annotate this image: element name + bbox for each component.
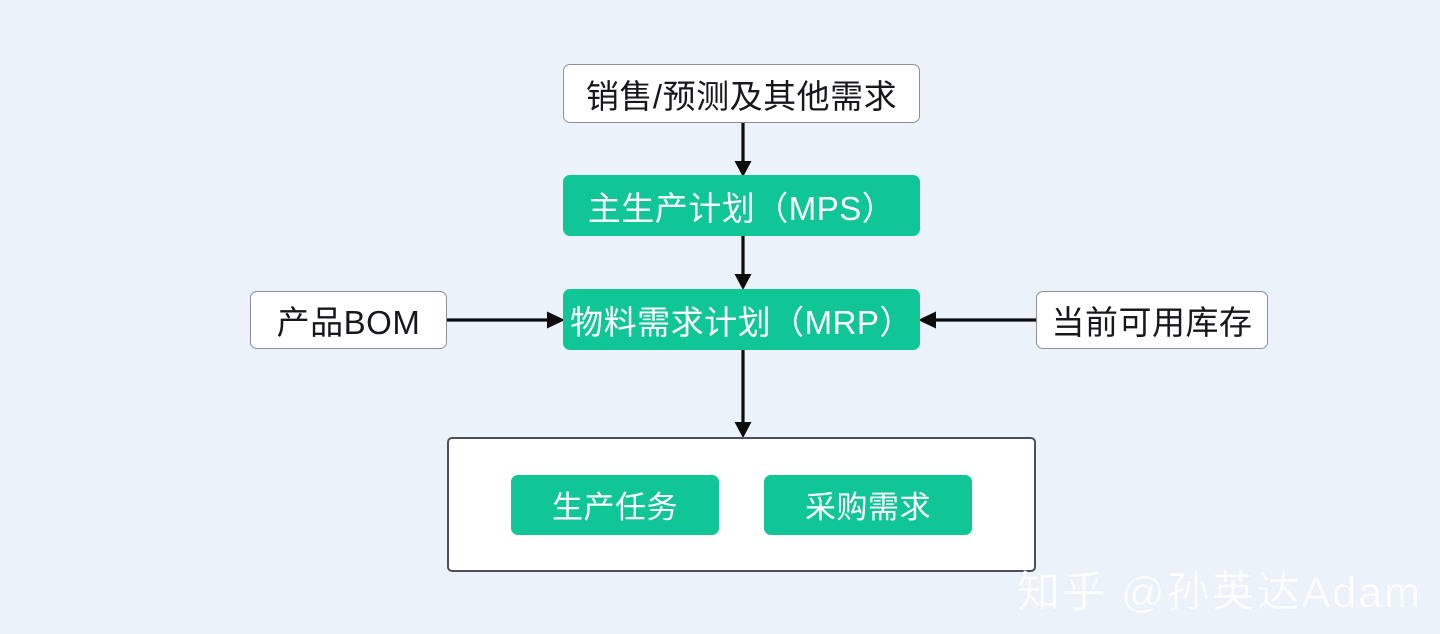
edge-mps-to-mrp — [733, 234, 753, 292]
node-demand[interactable]: 销售/预测及其他需求 — [563, 64, 920, 123]
chip-purchase-requirement-label: 采购需求 — [805, 490, 931, 525]
chip-purchase-requirement[interactable]: 采购需求 — [764, 474, 972, 535]
node-product-bom[interactable]: 产品BOM — [250, 291, 447, 349]
outcome-group: 生产任务 采购需求 — [447, 437, 1036, 572]
node-mrp[interactable]: 物料需求计划（MRP） — [563, 289, 920, 350]
edge-demand-to-mps — [733, 121, 753, 179]
node-mrp-label: 物料需求计划（MRP） — [570, 303, 913, 341]
edge-mrp-to-outcomes — [733, 348, 753, 440]
chip-production-task[interactable]: 生产任务 — [511, 474, 719, 535]
watermark: 知乎 @孙英达Adam — [1017, 569, 1422, 617]
edge-bom-to-mrp — [445, 310, 567, 330]
node-mps[interactable]: 主生产计划（MPS） — [563, 175, 920, 236]
node-product-bom-label: 产品BOM — [276, 304, 421, 341]
node-mps-label: 主生产计划（MPS） — [587, 189, 896, 227]
node-demand-label: 销售/预测及其他需求 — [585, 77, 898, 115]
node-current-stock[interactable]: 当前可用库存 — [1036, 291, 1268, 349]
edge-stock-to-mrp — [916, 310, 1038, 330]
node-current-stock-label: 当前可用库存 — [1051, 304, 1253, 341]
chip-production-task-label: 生产任务 — [552, 490, 678, 525]
